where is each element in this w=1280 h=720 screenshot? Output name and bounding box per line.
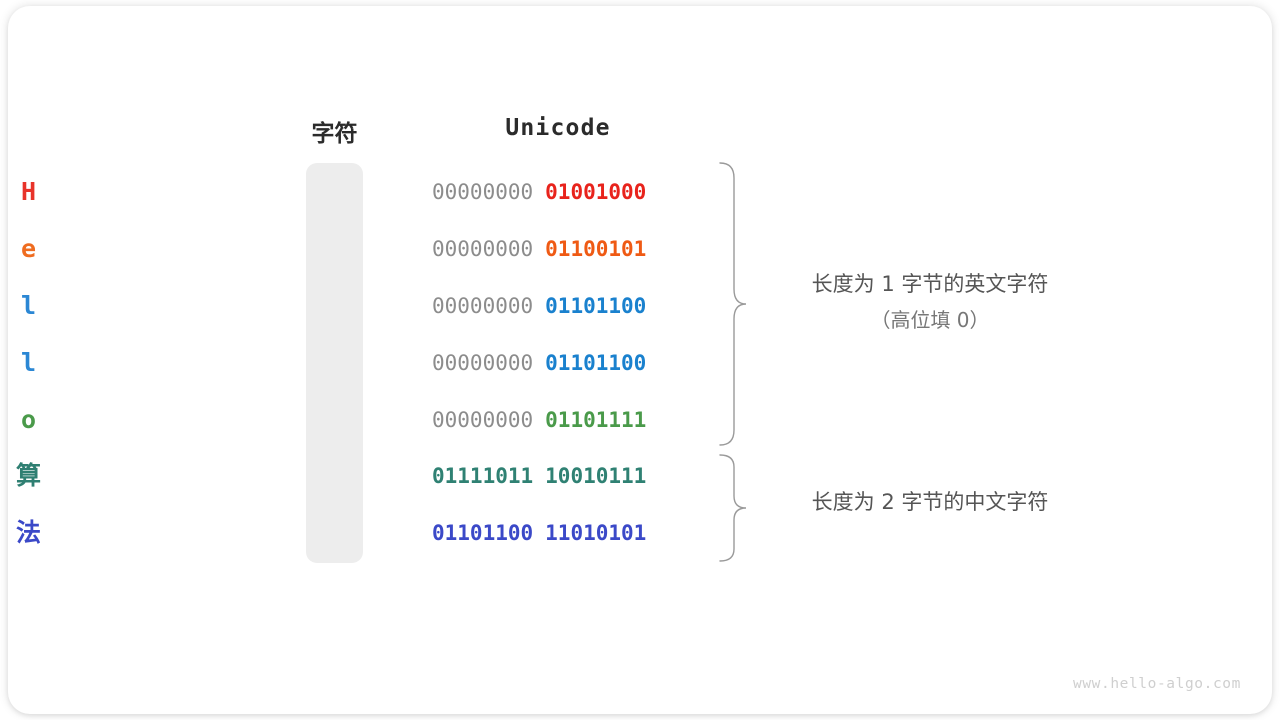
unicode-low-byte-6: 11010101 xyxy=(545,521,647,545)
unicode-row-5: 01111011 10010111 xyxy=(432,462,688,490)
annotation-cjk-main: 长度为 2 字节的中文字符 xyxy=(811,490,1049,514)
annotation-ascii: 长度为 1 字节的英文字符 （高位填 0） xyxy=(760,266,1100,338)
unicode-high-byte-3: 00000000 xyxy=(432,351,534,375)
character-cell-6: 法 xyxy=(15,518,41,547)
character-cell-5: 算 xyxy=(15,461,41,490)
unicode-row-4: 00000000 01101111 xyxy=(432,406,688,434)
annotation-ascii-sub: （高位填 0） xyxy=(870,308,990,332)
unicode-high-byte-1: 00000000 xyxy=(432,237,534,261)
unicode-row-1: 00000000 01100101 xyxy=(432,235,688,263)
unicode-high-byte-0: 00000000 xyxy=(432,180,534,204)
brace-ascii-group xyxy=(719,162,747,446)
unicode-row-3: 00000000 01101100 xyxy=(432,349,688,377)
unicode-low-byte-1: 01100101 xyxy=(545,237,647,261)
unicode-low-byte-0: 01001000 xyxy=(545,180,647,204)
unicode-low-byte-3: 01101100 xyxy=(545,351,647,375)
character-cell-1: e xyxy=(20,234,37,263)
column-header-character: 字符 xyxy=(311,120,358,146)
unicode-row-0: 00000000 01001000 xyxy=(432,178,688,206)
unicode-low-byte-4: 01101111 xyxy=(545,408,647,432)
unicode-high-byte-4: 00000000 xyxy=(432,408,534,432)
character-cell-2: l xyxy=(20,291,37,320)
annotation-cjk: 长度为 2 字节的中文字符 xyxy=(760,484,1100,520)
unicode-high-byte-6: 01101100 xyxy=(432,521,534,545)
unicode-high-byte-2: 00000000 xyxy=(432,294,534,318)
unicode-row-6: 01101100 11010101 xyxy=(432,519,688,547)
character-column-panel xyxy=(306,163,363,563)
figure-card: 字符 Unicode H e l l o 算 法 00000000 0100100… xyxy=(8,6,1272,714)
annotation-ascii-main: 长度为 1 字节的英文字符 xyxy=(811,272,1049,296)
character-cell-0: H xyxy=(20,177,37,206)
brace-cjk-group xyxy=(719,454,747,562)
watermark: www.hello-algo.com xyxy=(1073,676,1241,692)
unicode-high-byte-5: 01111011 xyxy=(432,464,534,488)
character-cell-3: l xyxy=(20,348,37,377)
character-cell-4: o xyxy=(20,405,37,434)
figure-canvas: 字符 Unicode H e l l o 算 法 00000000 0100100… xyxy=(8,6,1272,714)
unicode-low-byte-5: 10010111 xyxy=(545,464,647,488)
unicode-row-2: 00000000 01101100 xyxy=(432,292,688,320)
unicode-low-byte-2: 01101100 xyxy=(545,294,647,318)
column-header-unicode: Unicode xyxy=(505,115,611,141)
